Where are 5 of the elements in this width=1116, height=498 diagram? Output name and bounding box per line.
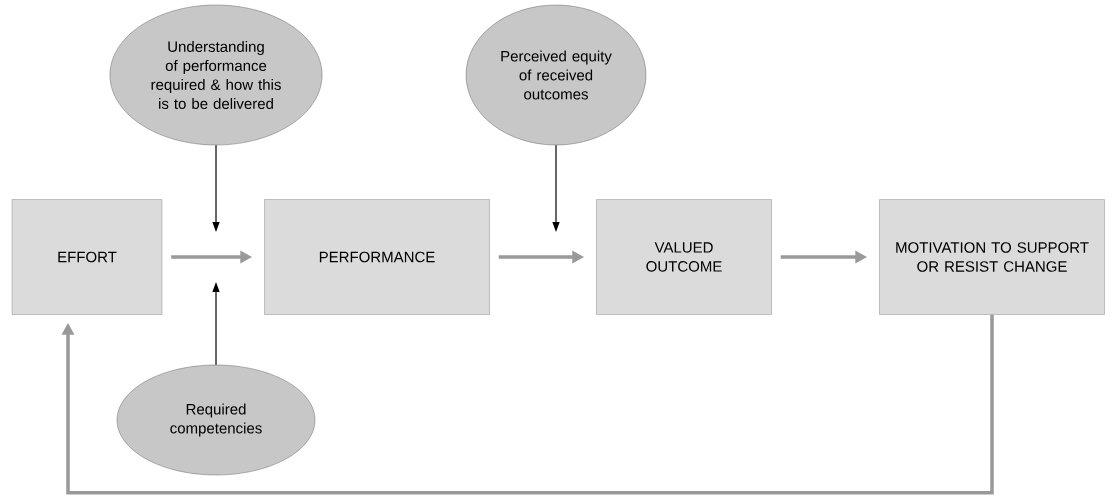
arrow	[61, 314, 994, 495]
process-box: VALUED OUTCOME	[596, 199, 772, 315]
process-box: MOTIVATION TO SUPPORT OR RESIST CHANGE	[879, 199, 1105, 315]
process-box: EFFORT	[11, 199, 163, 315]
process-box: PERFORMANCE	[264, 199, 490, 315]
